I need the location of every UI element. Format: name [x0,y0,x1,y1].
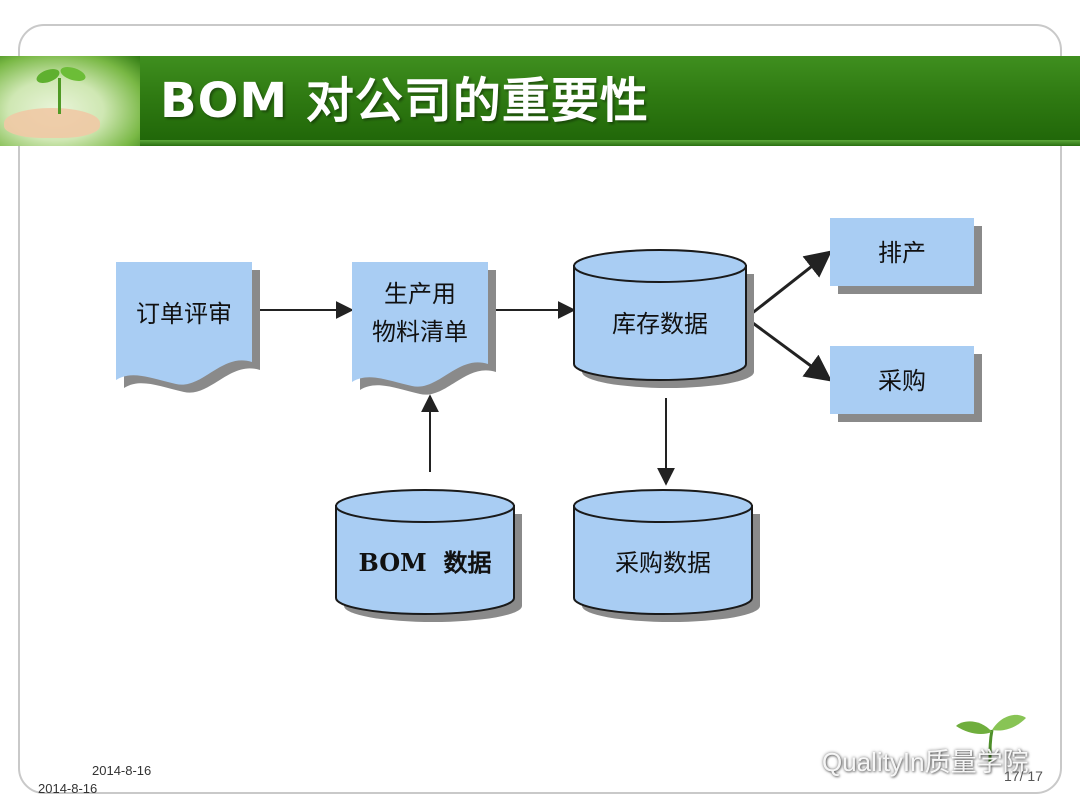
node-bom-data: BOM 数据 [335,489,522,622]
node-inventory-label: 库存数据 [612,310,708,338]
diagram-edges [254,250,833,486]
node-purchasing: 采购 [830,346,982,422]
node-purchasing-label: 采购 [878,367,926,395]
sprout-icon [956,714,1026,763]
slide-title: BOM 对公司的重要性 [160,73,649,129]
edge-inventory-to-scheduling [745,250,833,320]
node-bom-data-body [335,505,515,615]
node-bom-data-top [335,489,515,523]
node-bom-list-label-line2: 物料清单 [372,318,468,346]
node-purchase-data-label: 采购数据 [615,549,711,577]
node-purchase-data-top [573,489,753,523]
node-order-review-label: 订单评审 [136,300,232,328]
node-bom-data-label: BOM 数据 [359,548,492,577]
wechat-icon [784,747,815,772]
node-purchase-data: 采购数据 [573,489,760,622]
node-scheduling-label: 排产 [878,239,926,267]
sprout-stem [58,78,61,114]
node-bom-list: 生产用 物料清单 [352,262,496,395]
node-purchasing-shape [830,346,974,414]
node-scheduling: 排产 [830,218,982,294]
node-order-review-shape [116,262,252,385]
slide-date-outer: 2014-8-16 [38,781,98,796]
node-bom-list-label-line1: 生产用 [384,280,456,308]
sprout-hand-photo [0,56,140,146]
hand-shape [4,108,100,138]
node-inventory: 库存数据 [573,249,754,388]
node-purchase-data-body [573,505,753,615]
edge-inventory-to-purchasing [745,316,833,382]
watermark: QualityIn质量学院 [784,742,1029,778]
page-number: 17/ 17 [1004,768,1043,784]
node-scheduling-shape [830,218,974,286]
node-order-review: 订单评审 [116,262,260,393]
node-inventory-body [573,265,747,381]
node-inventory-top [573,249,747,283]
slide-date-inner: 2014-8-16 [92,763,152,778]
watermark-text: QualityIn质量学院 [822,746,1029,777]
node-bom-list-shape [352,262,488,387]
title-bar [0,56,1080,146]
